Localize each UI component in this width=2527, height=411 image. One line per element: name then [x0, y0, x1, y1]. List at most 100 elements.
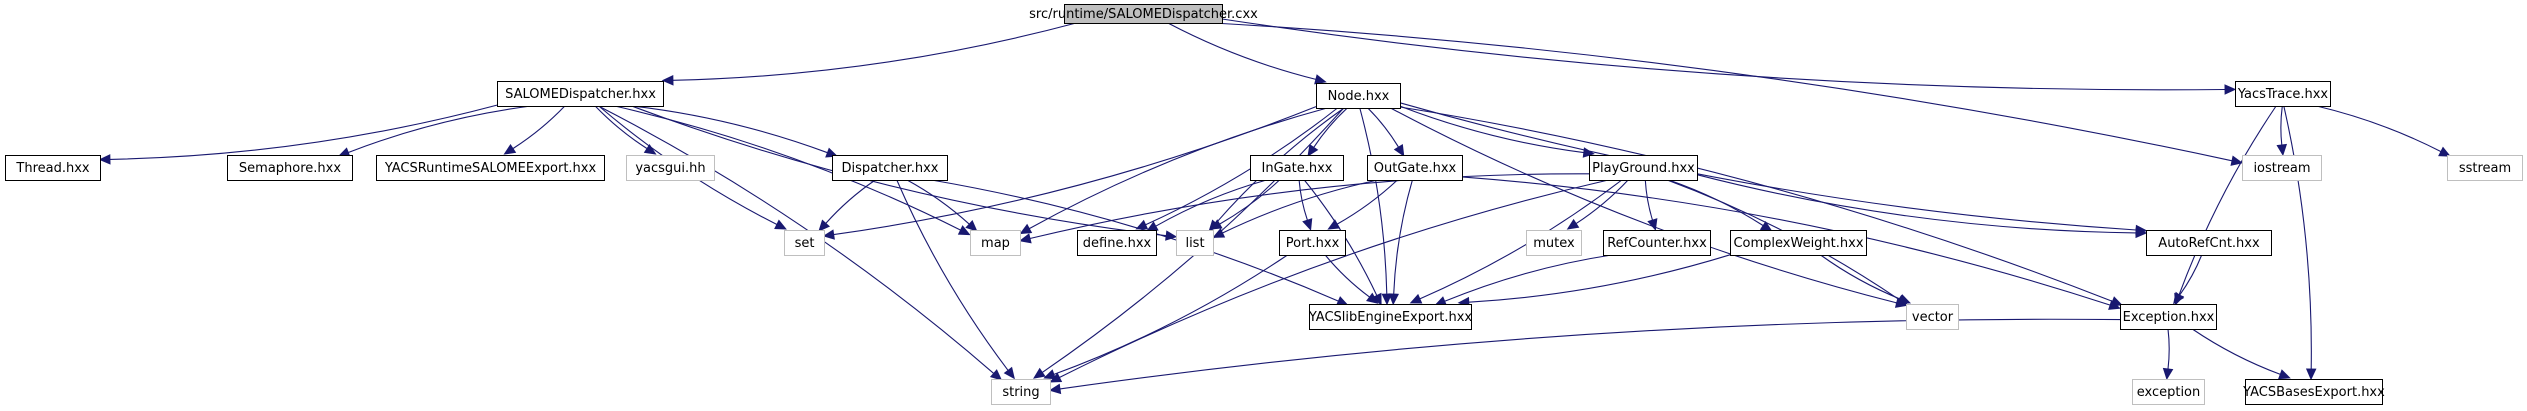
edge-line [1575, 179, 1629, 225]
node-box[interactable] [5, 155, 101, 181]
node-label: ComplexWeight.hxx [1733, 236, 1863, 251]
arrowhead-icon [2135, 227, 2148, 239]
node-box[interactable] [832, 155, 948, 181]
node-semaphore-hxx[interactable]: Semaphore.hxx [227, 155, 353, 181]
edge-line [931, 179, 1339, 302]
node-box[interactable] [227, 155, 353, 181]
node-box[interactable] [1279, 230, 1346, 256]
node-label: Dispatcher.hxx [841, 161, 938, 176]
node-label: list [1185, 236, 1204, 251]
edge-root-to-salomedispatcher_hxx [661, 22, 1077, 86]
arrowhead-icon [1048, 383, 1062, 395]
node-define-hxx[interactable]: define.hxx [1077, 230, 1157, 256]
node-yacslibengineexport-hxx[interactable]: YACSlibEngineExport.hxx [1308, 304, 1473, 330]
node-box[interactable] [2245, 379, 2383, 405]
edge-node_hxx-to-playground_hxx [1399, 105, 1595, 158]
node-outgate-hxx[interactable]: OutGate.hxx [1367, 155, 1463, 181]
arrowhead-icon [1019, 223, 1033, 235]
node-label: SALOMEDispatcher.hxx [505, 87, 656, 102]
node-box[interactable] [1250, 155, 1344, 181]
node-label: Exception.hxx [2123, 310, 2215, 325]
node-label: yacsgui.hh [635, 161, 705, 176]
arrowhead-icon [1388, 293, 1399, 306]
edge-line [594, 105, 648, 150]
edge-playground_hxx-to-autorefcnt_hxx [1696, 174, 2148, 239]
node-box[interactable] [376, 155, 605, 181]
node-box [991, 379, 1051, 405]
node-box[interactable] [1077, 230, 1157, 256]
arrowhead-icon [1381, 293, 1393, 306]
edge-line [1313, 107, 1348, 148]
node-label: RefCounter.hxx [1607, 236, 1707, 251]
node-box[interactable] [1589, 155, 1698, 181]
node-label: sstream [2459, 161, 2511, 176]
edges-layer [98, 18, 2451, 395]
node-label: src/runtime/SALOMEDispatcher.cxx [1029, 7, 1258, 22]
node-yacsgui-hh: yacsgui.hh [626, 155, 715, 181]
node-yacsbasesexport-hxx[interactable]: YACSBasesExport.hxx [2242, 379, 2385, 405]
edge-yacstrace_hxx-to-iostream [2276, 105, 2288, 157]
edge-ingate_hxx-to-list [1209, 179, 1280, 230]
node-exception-hxx[interactable]: Exception.hxx [2120, 304, 2217, 330]
edge-line [1059, 318, 2121, 390]
node-box[interactable] [1316, 83, 1401, 109]
node-box[interactable] [1603, 230, 1711, 256]
node-yacsruntimesalomeexport-hxx[interactable]: YACSRuntimeSALOMEExport.hxx [376, 155, 605, 181]
node-root[interactable]: src/runtime/SALOMEDispatcher.cxx [1029, 4, 1258, 24]
edge-playground_hxx-to-mutex [1566, 179, 1629, 230]
node-thread-hxx[interactable]: Thread.hxx [5, 155, 101, 181]
node-complexweight-hxx[interactable]: ComplexWeight.hxx [1730, 230, 1867, 256]
node-dispatcher-hxx[interactable]: Dispatcher.hxx [832, 155, 948, 181]
arrowhead-icon [1898, 294, 1912, 304]
edge-node_hxx-to-yacslibengineexport_hxx [1359, 107, 1393, 306]
node-box[interactable] [2235, 81, 2331, 107]
arrowhead-icon [1019, 233, 1032, 244]
arrowhead-icon [1759, 220, 1773, 232]
edge-line [825, 179, 876, 224]
arrowhead-icon [1409, 293, 1423, 304]
node-yacstrace-hxx[interactable]: YacsTrace.hxx [2235, 81, 2331, 107]
node-autorefcnt-hxx[interactable]: AutoRefCnt.hxx [2146, 230, 2272, 256]
arrowhead-icon [1327, 219, 1341, 230]
edge-dispatcher_hxx-to-set [818, 179, 876, 232]
edge-dispatcher_hxx-to-string [896, 179, 1015, 380]
node-box[interactable] [2146, 230, 2272, 256]
edge-line [2178, 105, 2277, 296]
node-port-hxx[interactable]: Port.hxx [1279, 230, 1346, 256]
node-playground-hxx[interactable]: PlayGround.hxx [1589, 155, 1698, 181]
node-box[interactable] [1367, 155, 1463, 181]
edge-line [512, 105, 566, 150]
arrowhead-icon [1307, 144, 1319, 157]
arrowhead-icon [818, 219, 831, 232]
arrowhead-icon [774, 219, 787, 230]
arrowhead-icon [1003, 366, 1015, 380]
edge-line [1419, 179, 1623, 300]
arrowhead-icon [2276, 143, 2288, 157]
node-box[interactable] [1730, 230, 1867, 256]
node-salomedispatcher-hxx[interactable]: SALOMEDispatcher.hxx [497, 81, 664, 107]
edge-salomedispatcher_hxx-to-yacsgui_hh [594, 105, 657, 155]
node-ingate-hxx[interactable]: InGate.hxx [1250, 155, 1344, 181]
edge-line [1367, 107, 1399, 148]
node-list: list [1176, 230, 1214, 256]
edge-outgate_hxx-to-exception_hxx [1461, 176, 2121, 310]
arrowhead-icon [2162, 367, 2174, 381]
edge-line [1399, 102, 2137, 231]
node-node-hxx[interactable]: Node.hxx [1316, 83, 1401, 109]
node-refcounter-hxx[interactable]: RefCounter.hxx [1603, 230, 1711, 256]
arrowhead-icon [2278, 369, 2291, 380]
node-box[interactable] [1064, 4, 1223, 24]
node-box[interactable] [1309, 304, 1472, 330]
arrowhead-icon [1366, 292, 1379, 304]
node-label: iostream [2253, 161, 2310, 176]
edge-node_hxx-to-autorefcnt_hxx [1399, 102, 2148, 236]
node-box[interactable] [497, 81, 664, 107]
edge-salomedispatcher_hxx-to-semaphore_hxx [337, 105, 531, 158]
arrowhead-icon [1314, 74, 1327, 85]
edge-outgate_hxx-to-yacslibengineexport_hxx [1388, 179, 1413, 306]
node-box[interactable] [2120, 304, 2217, 330]
edge-line [1393, 179, 1413, 295]
edge-line [1219, 179, 1280, 225]
edge-line [1336, 179, 1398, 225]
edge-outgate_hxx-to-port_hxx [1327, 179, 1398, 230]
